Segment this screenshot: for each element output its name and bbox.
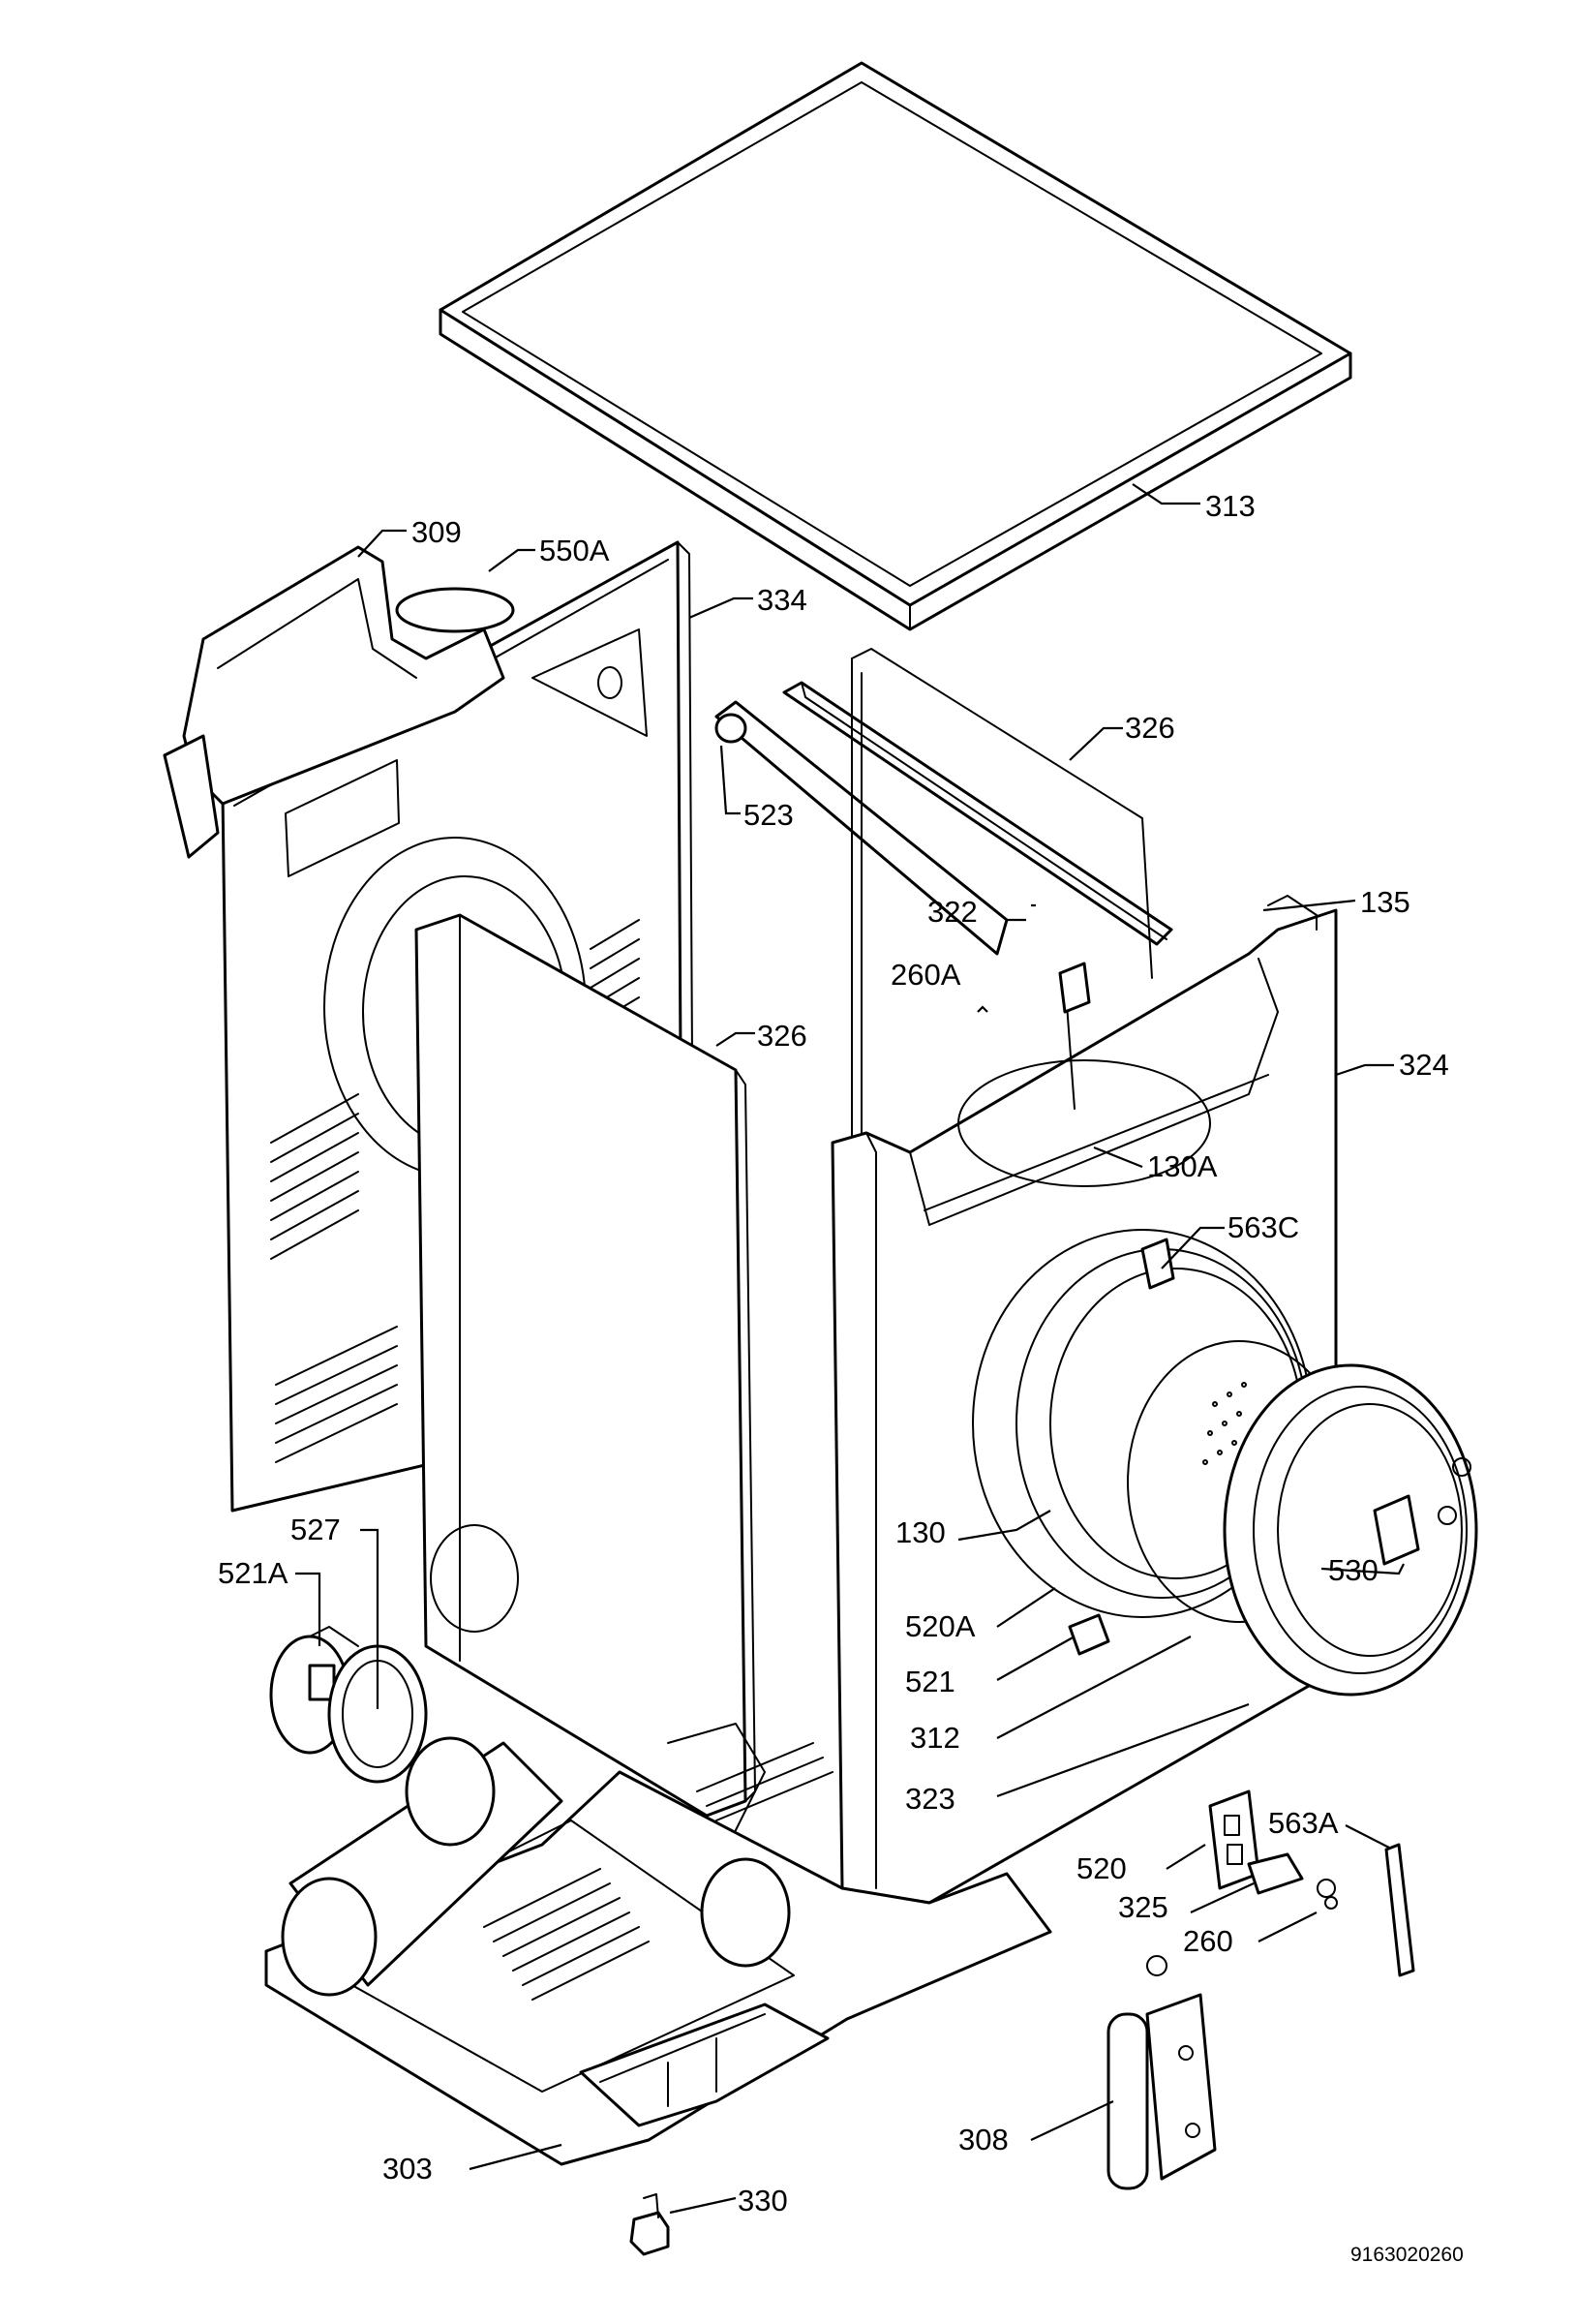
part-324-cabinet-front [831,895,1351,1905]
part-260-screw [1317,1879,1338,1910]
label-303: 303 [382,2152,433,2186]
label-334: 334 [757,583,807,617]
label-260A: 260A [891,958,961,992]
part-313-top-cover [439,61,1352,631]
label-130: 130 [895,1515,946,1549]
label-130A: 130A [1147,1149,1218,1183]
label-330: 330 [738,2184,788,2217]
label-135: 135 [1360,885,1410,919]
label-521: 521 [905,1665,955,1698]
part-326-frame [851,648,1153,1173]
label-309: 309 [411,515,462,549]
label-563C: 563C [1227,1210,1299,1244]
part-530-door [1223,1363,1478,1697]
label-326-side: 326 [757,1019,807,1053]
label-322: 322 [927,895,978,929]
label-530: 530 [1328,1553,1379,1587]
part-309-duct [163,545,515,859]
label-326-top: 326 [1125,711,1175,745]
part-330-foot [629,2193,670,2256]
part-326-side-panel-left [414,913,756,1818]
part-308-hinge [1106,1955,1217,2190]
label-260: 260 [1183,1924,1233,1958]
label-563A: 563A [1268,1806,1339,1840]
label-308: 308 [958,2123,1009,2156]
leader-lines [295,483,1405,2215]
label-324: 324 [1399,1048,1449,1082]
part-325-hinge-pin [1247,1852,1304,1895]
label-520: 520 [1076,1851,1127,1885]
part-labels: 313 309 550A 334 326 523 322 135 260A 32… [218,489,1464,2266]
label-313: 313 [1205,489,1256,523]
part-303-base [264,1723,1052,2166]
label-325: 325 [1118,1890,1168,1924]
label-527: 527 [290,1513,341,1546]
label-550A: 550A [539,534,610,567]
label-523: 523 [743,798,794,832]
document-code: 9163020260 [1350,2244,1464,2266]
label-521A: 521A [218,1556,288,1590]
label-312: 312 [910,1721,960,1755]
part-322-rail [782,681,1173,946]
part-563A-rod [1384,1843,1415,1977]
label-520A: 520A [905,1609,976,1643]
label-323: 323 [905,1782,955,1816]
